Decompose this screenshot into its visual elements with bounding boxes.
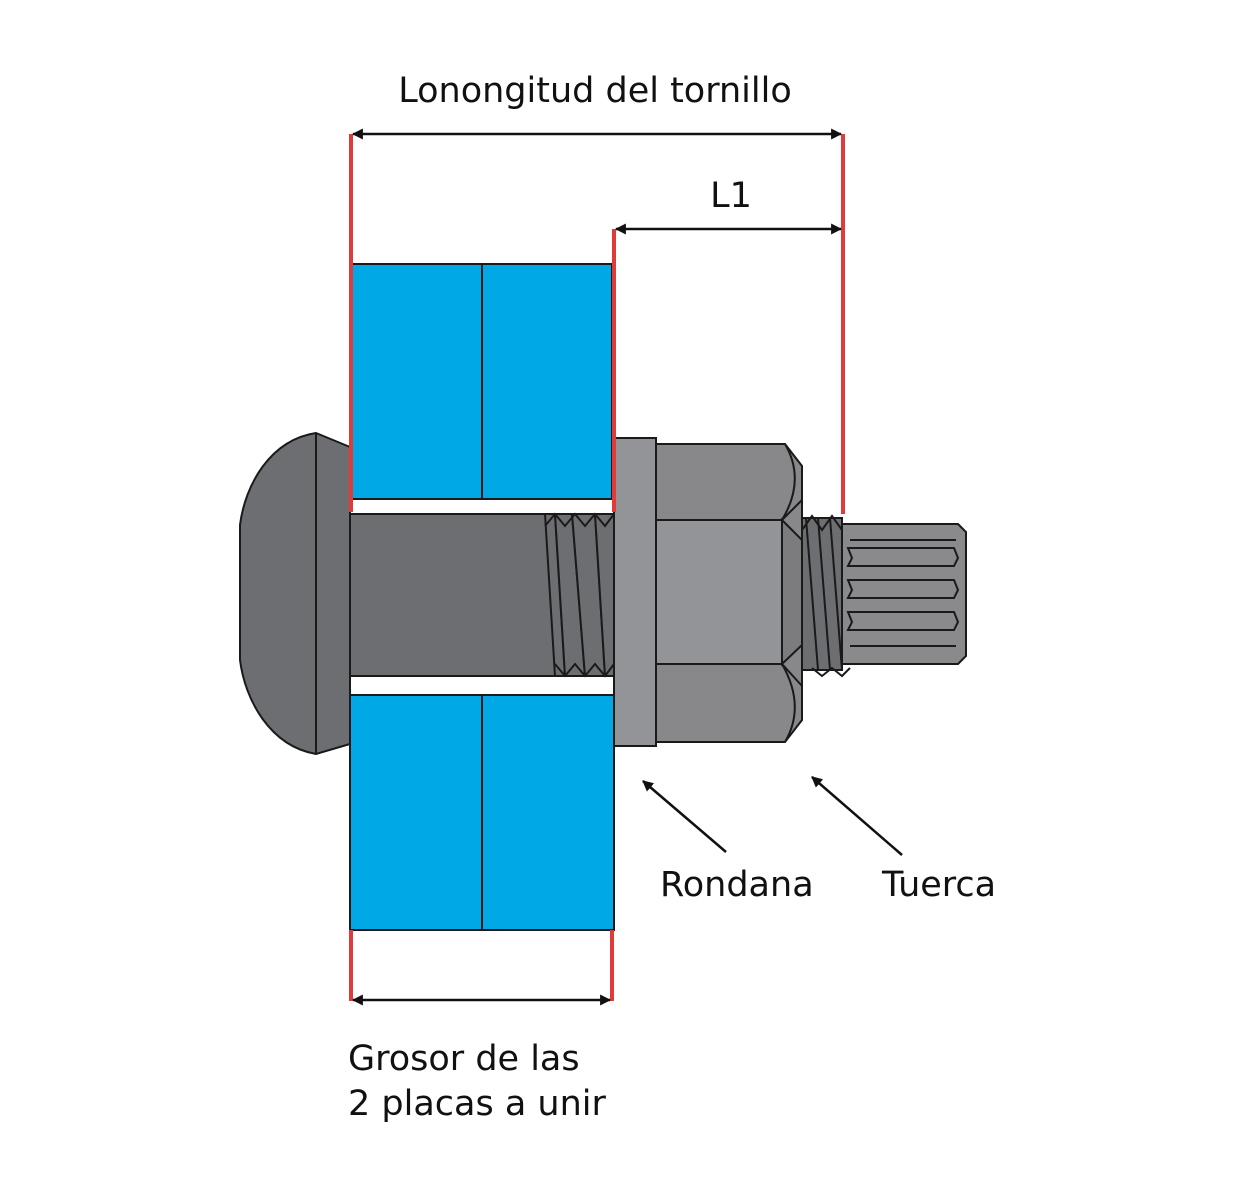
dimension-arrows (351, 128, 903, 1006)
upper-plates (351, 263, 613, 500)
plates-label-line2: 2 placas a unir (348, 1084, 606, 1124)
upper-plate-right (481, 263, 613, 500)
lower-plate-right (481, 694, 615, 931)
reference-lines (349, 134, 845, 1001)
nut-pointer (811, 776, 903, 856)
washer-pointer (642, 780, 727, 853)
bolt-tip (841, 523, 967, 665)
washer-label: Rondana (660, 865, 814, 905)
bolt-shank (349, 513, 556, 677)
nut-label: Tuerca (881, 865, 996, 905)
washer (613, 437, 657, 747)
bolt-threads-inner (543, 512, 615, 678)
l1-label: L1 (710, 176, 752, 216)
plates-label-line1: Grosor de las (348, 1039, 580, 1079)
upper-plate-left (351, 263, 483, 500)
bolt-head (239, 431, 351, 756)
lower-plate-left (349, 694, 483, 931)
lower-plates (349, 694, 615, 931)
bolt-length-label: Lonongitud del tornillo (398, 71, 792, 111)
nut (655, 443, 803, 743)
